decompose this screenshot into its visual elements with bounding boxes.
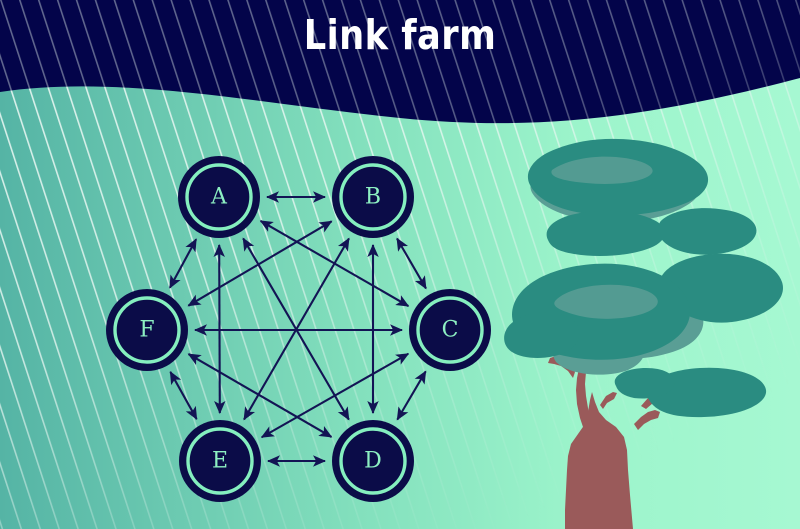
node-ring xyxy=(113,296,181,364)
node-label-e: E xyxy=(212,449,228,474)
graph-edge-b-c xyxy=(396,237,427,290)
tree-trunk xyxy=(565,392,633,529)
node-label-a: A xyxy=(210,185,228,210)
graph-nodes: A B C D E F xyxy=(106,156,491,502)
tree-branch-twig xyxy=(600,392,617,409)
node-ring xyxy=(185,163,253,231)
tree-branch-left xyxy=(576,356,590,430)
tree-branch-right xyxy=(634,410,660,430)
tree-foliage-highlights xyxy=(551,156,658,319)
node-label-b: B xyxy=(365,185,381,210)
node-disc xyxy=(179,420,261,502)
graph-edge-e-f xyxy=(169,371,198,420)
graph-edge-d-f xyxy=(187,353,333,438)
node-label-f: F xyxy=(139,318,154,343)
node-disc xyxy=(332,156,414,238)
graph-node-d[interactable]: D xyxy=(332,420,414,502)
node-label-c: C xyxy=(442,318,459,343)
graph-node-e[interactable]: E xyxy=(179,420,261,502)
graph-edge-b-f xyxy=(187,220,333,307)
graph-node-f[interactable]: F xyxy=(106,289,188,371)
node-ring xyxy=(186,427,254,495)
page-title: Link farm xyxy=(303,11,497,59)
node-disc xyxy=(332,420,414,502)
graph-node-a[interactable]: A xyxy=(178,156,260,238)
graph-edge-c-d xyxy=(396,370,427,421)
graph-edge-a-f xyxy=(168,238,198,289)
graph-edges xyxy=(168,191,427,467)
node-disc xyxy=(409,289,491,371)
node-ring xyxy=(339,427,407,495)
node-ring xyxy=(416,296,484,364)
node-disc xyxy=(178,156,260,238)
node-label-d: D xyxy=(364,449,382,474)
tree-branch-left-upper xyxy=(548,356,575,378)
node-ring xyxy=(339,163,407,231)
graph-node-c[interactable]: C xyxy=(409,289,491,371)
node-disc xyxy=(106,289,188,371)
graph-node-b[interactable]: B xyxy=(332,156,414,238)
